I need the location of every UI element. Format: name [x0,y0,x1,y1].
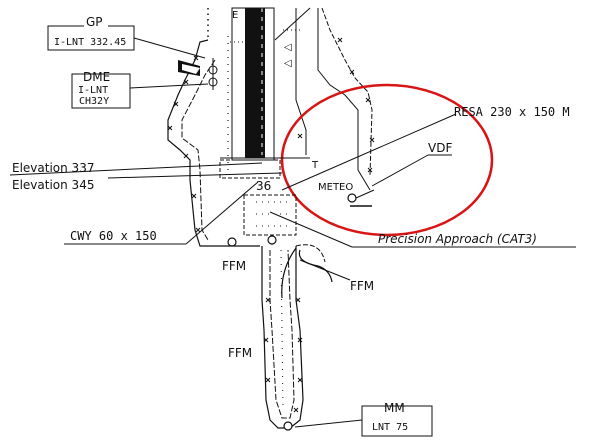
resa-highlight-circle [280,83,494,237]
dme-leader [129,83,209,89]
dme-box [71,73,131,109]
gp-antenna-icon-2 [182,64,200,74]
vdf-label: VDF [428,141,452,155]
dme-title: DME [83,70,110,84]
gp-title: GP [86,15,103,29]
resa-label: RESA 230 x 150 M [454,105,570,119]
boundary-x-mark [337,37,343,43]
mm-leader [294,419,363,428]
curved-taxiway-2 [295,244,326,263]
dme-ident: I-LNT [78,85,108,96]
right-outer-outline [321,7,373,176]
upper-diagonal [274,7,311,41]
gp-leader [133,37,206,59]
top-mark: E [232,10,238,21]
elevation-leader-2 [107,172,283,179]
arrow-glyph-2: ◁ [284,58,292,69]
runway-end-area [219,159,281,179]
approach-centre-lights [280,249,284,411]
mm-box [361,405,433,437]
mm-marker-icon [283,421,293,431]
boundary-x-mark [349,69,355,75]
precision-leader [269,211,353,248]
vdf-antenna-mast [355,189,375,199]
left-boundary [167,39,260,247]
ffm-marker-centre-icon [267,235,277,245]
threshold-mark: T [311,160,319,171]
meteo-label: METEO [318,182,353,193]
arrow-glyph-1: ◁ [284,42,292,53]
boundary-x-mark [193,55,199,61]
cwy-leader [185,181,259,245]
boundary-x-mark [195,227,201,233]
right-apron-outline [295,8,371,191]
left-inner-boundary [181,59,216,241]
boundary-x-mark [265,297,271,303]
curved-taxiway [281,247,333,299]
boundary-x-mark [183,153,189,159]
cwy-label: CWY 60 x 150 [70,229,157,243]
boundary-x-mark [183,79,189,85]
boundary-x-mark [293,407,299,413]
boundary-x-mark [369,137,375,143]
boundary-x-mark [173,101,179,107]
vdf-leader [371,154,429,187]
vdf-antenna-icon [347,193,357,203]
boundary-x-mark [263,337,269,343]
precision-approach-label: Precision Approach (CAT3) [378,232,537,246]
gp-frequency: I-LNT 332.45 [54,37,126,48]
mm-ident: LNT 75 [372,422,408,433]
resa-leader [281,113,457,191]
clearway-area [243,194,297,236]
approach-strip-inner [269,249,295,419]
runway-number: 36 [256,179,271,193]
boundary-x-mark [297,377,303,383]
runway-black-strip [245,8,265,158]
boundary-x-mark [191,193,197,199]
boundary-x-mark [365,97,371,103]
ffm-left-label: FFM [222,259,246,273]
boundary-x-marks [167,37,375,413]
approach-strip-outer [261,246,304,429]
ffm-marker-left-icon [227,237,237,247]
boundary-x-mark [367,167,373,173]
elevation-label-2: Elevation 345 [12,178,94,192]
boundary-x-mark [297,337,303,343]
boundary-x-mark [265,377,271,383]
ffm-bottom-label: FFM [228,346,252,360]
boundary-x-mark [167,125,173,131]
ffm-right-label: FFM [350,279,374,293]
mm-title: MM [384,401,405,415]
boundary-x-mark [295,297,301,303]
dme-channel: CH32Y [79,96,109,107]
boundary-x-mark [297,133,303,139]
